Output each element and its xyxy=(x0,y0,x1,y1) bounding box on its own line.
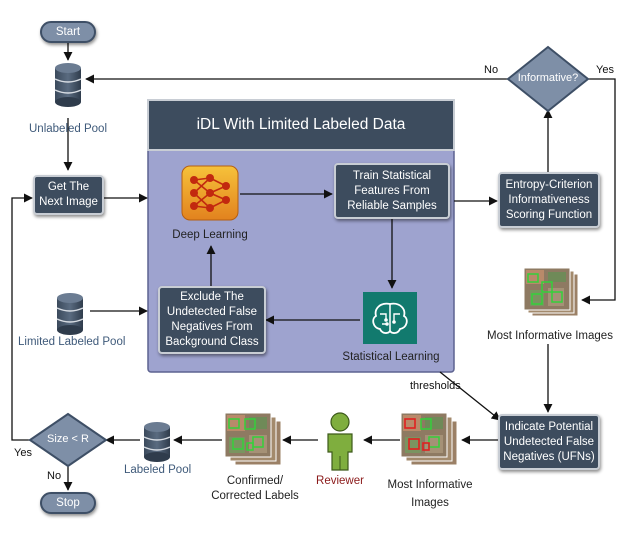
start-label: Start xyxy=(55,26,81,38)
exclude-line3: Negatives From xyxy=(171,321,253,333)
indicate-line2: Undetected False xyxy=(503,435,595,448)
start-node: Start xyxy=(40,21,96,43)
stop-label: Stop xyxy=(56,497,80,509)
edge-thresholds xyxy=(439,371,501,421)
aerial-image-stack-icon xyxy=(523,267,579,317)
most-informative-right-label: Most Informative Images xyxy=(487,330,613,342)
train-line1: Train Statistical xyxy=(352,169,432,182)
train-line3: Reliable Samples xyxy=(347,199,437,212)
exclude-line2: Undetected False xyxy=(166,306,258,318)
neural-network-icon xyxy=(181,165,239,221)
aerial-image-stack-icon xyxy=(224,412,282,466)
limited-labeled-pool-label: Limited Labeled Pool xyxy=(18,336,126,348)
get-next-image-line1: Get The xyxy=(47,181,90,193)
train-line2: Features From xyxy=(354,184,430,197)
entropy-scoring-box: Entropy-Criterion Informativeness Scorin… xyxy=(498,172,600,228)
get-next-image-line2: Next Image xyxy=(39,196,98,208)
database-icon xyxy=(56,293,84,335)
idl-title: iDL With Limited Labeled Data xyxy=(196,116,406,133)
exclude-line1: Exclude The xyxy=(180,291,244,303)
deep-learning-label: Deep Learning xyxy=(172,229,248,241)
statistical-learning-label: Statistical Learning xyxy=(342,351,440,363)
size-diamond xyxy=(28,412,108,468)
brain-circuit-icon xyxy=(363,292,417,344)
edge-size-yes xyxy=(11,193,33,441)
confirmed-line1: Confirmed/ xyxy=(226,475,284,487)
labeled-pool-label: Labeled Pool xyxy=(124,464,192,476)
reviewer-label: Reviewer xyxy=(316,475,364,487)
exclude-ufn-box: Exclude The Undetected False Negatives F… xyxy=(158,286,266,354)
edge-label-yes-informative: Yes xyxy=(596,64,614,76)
get-next-image-box: Get The Next Image xyxy=(33,175,104,215)
entropy-line2: Informativeness xyxy=(508,193,590,206)
indicate-line3: Negatives (UFNs) xyxy=(503,450,595,463)
most-informative-bottom-line2: Images xyxy=(411,497,449,509)
most-informative-bottom-label: Most Informative Images xyxy=(380,476,480,512)
train-statistical-box: Train Statistical Features From Reliable… xyxy=(334,163,450,219)
indicate-line1: Indicate Potential xyxy=(504,420,594,433)
edge-informative-yes xyxy=(581,78,616,305)
informative-label: Informative? xyxy=(517,72,579,84)
size-check-label: Size < R xyxy=(47,433,89,445)
confirmed-labels-label: Confirmed/ Corrected Labels xyxy=(200,474,310,504)
entropy-line1: Entropy-Criterion xyxy=(505,178,593,191)
informative-diamond xyxy=(506,45,590,113)
edge-label-thresholds: thresholds xyxy=(410,380,461,392)
edge-label-yes-size: Yes xyxy=(14,447,32,459)
database-icon xyxy=(143,422,171,462)
aerial-image-stack-icon xyxy=(400,412,458,466)
exclude-line4: Background Class xyxy=(165,336,259,348)
edges xyxy=(11,41,616,491)
entropy-line3: Scoring Function xyxy=(505,208,593,221)
edge-label-no-informative: No xyxy=(484,64,499,76)
confirmed-line2: Corrected Labels xyxy=(211,490,299,502)
stop-node: Stop xyxy=(40,492,96,514)
edge-label-no-size: No xyxy=(47,470,62,482)
indicate-ufn-box: Indicate Potential Undetected False Nega… xyxy=(498,414,600,470)
person-icon xyxy=(327,412,353,471)
database-icon xyxy=(54,63,82,107)
unlabeled-pool-label: Unlabeled Pool xyxy=(29,123,108,135)
most-informative-bottom-line1: Most Informative xyxy=(387,479,473,491)
